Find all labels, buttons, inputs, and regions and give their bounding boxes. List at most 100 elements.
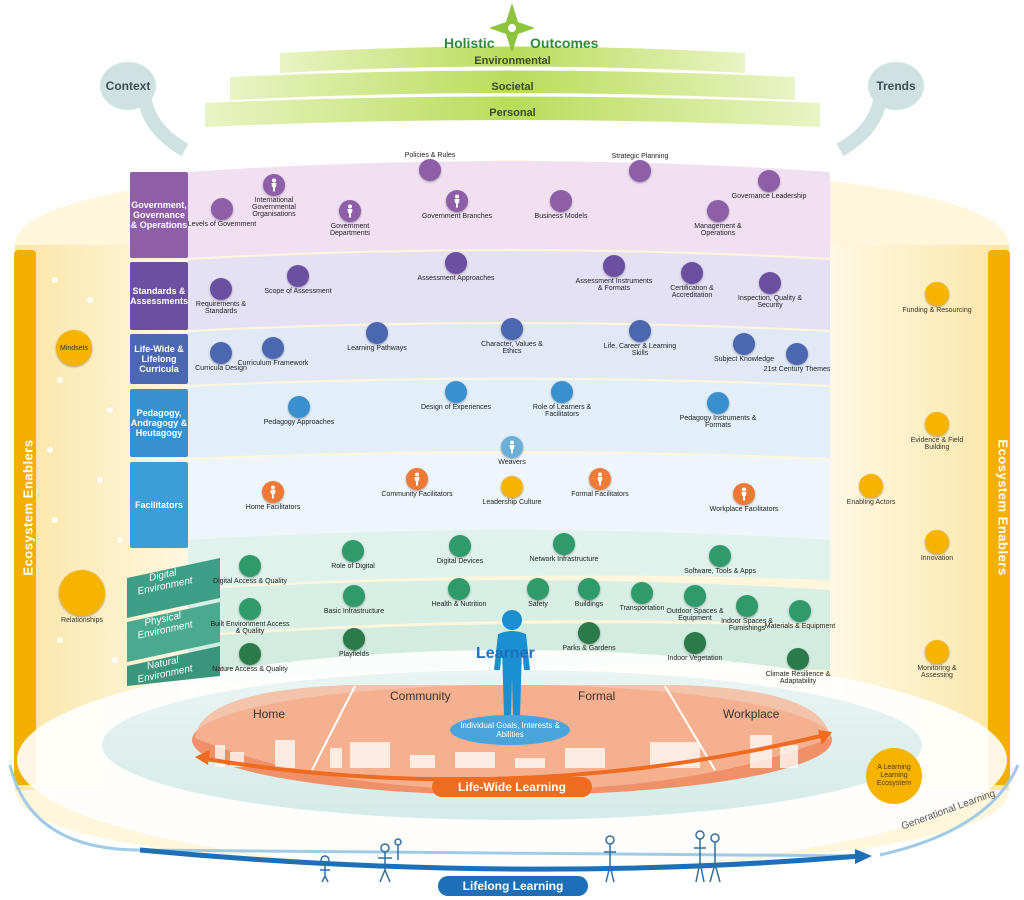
node-label: Digital Access & Quality xyxy=(213,578,287,585)
title-outcomes: Outcomes xyxy=(530,35,599,51)
node-label: Leadership Culture xyxy=(482,499,542,506)
person-icon xyxy=(406,468,428,490)
node-dot-icon xyxy=(501,476,523,498)
layer-facilitators: Facilitators xyxy=(130,462,188,548)
person-icon xyxy=(733,483,755,505)
enabler-left-0: Mindsets xyxy=(39,330,109,367)
environment-tabs xyxy=(127,558,220,686)
band-personal: Personal xyxy=(205,107,820,123)
learner-label: Learner xyxy=(476,645,535,662)
node-label: Playfields xyxy=(339,651,369,658)
setting-community: Community xyxy=(390,689,451,703)
node-government-8: Governance Leadership xyxy=(729,170,809,200)
node-label: Pedagogy Approaches xyxy=(263,419,335,426)
node-label: Strategic Planning xyxy=(611,153,669,160)
node-curricula-0: Curricula Design xyxy=(181,342,261,372)
node-dot-icon xyxy=(211,198,233,220)
node-dot-icon xyxy=(501,318,523,340)
person-icon xyxy=(339,200,361,222)
node-physical-8: Materials & Equipment xyxy=(760,600,840,630)
enabler-right-0: Funding & Resourcing xyxy=(902,282,972,314)
node-natural-0: Nature Access & Quality xyxy=(210,643,290,673)
node-dot-icon xyxy=(707,200,729,222)
node-label: Home Facilitators xyxy=(245,504,301,511)
node-government-7: Management & Operations xyxy=(678,200,758,237)
node-dot-icon xyxy=(789,600,811,622)
ecosystem-enablers-left: Ecosystem Enablers xyxy=(20,439,36,576)
layer-government: Government, Governance & Operations xyxy=(130,172,188,258)
node-dot-icon xyxy=(787,648,809,670)
layer-standards: Standards & Assessments xyxy=(130,262,188,330)
node-digital-3: Network Infrastructure xyxy=(524,533,604,563)
node-label: International Governmental Organisations xyxy=(252,197,296,218)
node-physical-3: Safety xyxy=(498,578,578,608)
node-facilitators-4: Formal Facilitators xyxy=(560,468,640,498)
node-label: Climate Resilience & Adaptability xyxy=(765,671,831,685)
enabler-dot-icon: Mindsets xyxy=(56,330,92,366)
enabler-dot-icon xyxy=(925,412,949,436)
node-dot-icon xyxy=(629,320,651,342)
node-label: Policies & Rules xyxy=(404,152,456,159)
node-natural-4: Climate Resilience & Adaptability xyxy=(758,648,838,685)
node-dot-icon xyxy=(578,578,600,600)
node-label: Network Infrastructure xyxy=(529,556,599,563)
node-dot-icon xyxy=(239,598,261,620)
node-curricula-4: Life, Career & Learning Skills xyxy=(600,320,680,357)
node-label: Indoor Spaces & Furnishings xyxy=(721,618,773,632)
node-dot-icon xyxy=(553,533,575,555)
layer-curricula: Life-Wide & Lifelong Curricula xyxy=(130,334,188,384)
node-dot-icon xyxy=(343,585,365,607)
node-pedagogy-1: Design of Experiences xyxy=(416,381,496,411)
node-standards-0: Requirements & Standards xyxy=(181,278,261,315)
node-label: Governance Leadership xyxy=(731,193,807,200)
node-label: Nature Access & Quality xyxy=(212,666,288,673)
node-label: Buildings xyxy=(574,601,604,608)
node-dot-icon xyxy=(759,272,781,294)
node-standards-4: Certification & Accreditation xyxy=(652,262,732,299)
ecosystem-enablers-right: Ecosystem Enablers xyxy=(995,439,1011,576)
node-label: Management & Operations xyxy=(694,223,742,237)
node-label: Health & Nutrition xyxy=(431,601,487,608)
node-curricula-5: Subject Knowledge xyxy=(704,333,784,363)
generations-people-icon xyxy=(320,830,721,883)
enabler-left-1: Relationships xyxy=(47,570,117,624)
node-dot-icon xyxy=(551,381,573,403)
node-dot-icon xyxy=(448,578,470,600)
node-label: Inspection, Quality & Security xyxy=(737,295,803,309)
node-label: Subject Knowledge xyxy=(714,356,774,363)
node-physical-7: Indoor Spaces & Furnishings xyxy=(707,595,787,632)
node-curricula-1: Curriculum Framework xyxy=(233,337,313,367)
enabler-dot-icon xyxy=(925,640,949,664)
layer-pedagogy: Pedagogy, Andragogy & Heutagogy xyxy=(130,389,188,457)
enabler-dot-icon xyxy=(59,570,105,616)
node-government-2: Government Departments xyxy=(310,200,390,237)
setting-workplace: Workplace xyxy=(723,707,780,721)
enabler-right-3: Innovation xyxy=(902,530,972,562)
node-label: Weavers xyxy=(498,459,526,466)
node-label: Community Facilitators xyxy=(381,491,453,498)
node-government-0: Levels of Government xyxy=(182,198,262,228)
node-dot-icon xyxy=(629,160,651,182)
enabler-label: Mindsets xyxy=(59,344,88,352)
node-dot-icon xyxy=(736,595,758,617)
node-label: Scope of Assessment xyxy=(264,288,332,295)
node-label: Life, Career & Learning Skills xyxy=(603,343,677,357)
enabler-label: Evidence & Field Building xyxy=(910,437,964,451)
node-government-6: Strategic Planning xyxy=(600,153,680,183)
node-dot-icon xyxy=(631,582,653,604)
node-pedagogy-0: Pedagogy Approaches xyxy=(259,396,339,426)
node-label: Parks & Gardens xyxy=(562,645,616,652)
node-dot-icon xyxy=(342,540,364,562)
person-icon xyxy=(501,436,523,458)
node-pedagogy-3: Pedagogy Instruments & Formats xyxy=(678,392,758,429)
node-government-5: Business Models xyxy=(521,190,601,220)
node-standards-1: Scope of Assessment xyxy=(258,265,338,295)
node-digital-1: Role of Digital xyxy=(313,540,393,570)
node-physical-1: Basic Infrastructure xyxy=(314,585,394,615)
node-dot-icon xyxy=(262,337,284,359)
band-environmental: Environmental xyxy=(280,55,745,71)
node-label: Requirements & Standards xyxy=(195,301,247,315)
learner-goals: Individual Goals, Interests & Abilities xyxy=(450,715,570,745)
node-label: Software, Tools & Apps xyxy=(684,568,756,575)
